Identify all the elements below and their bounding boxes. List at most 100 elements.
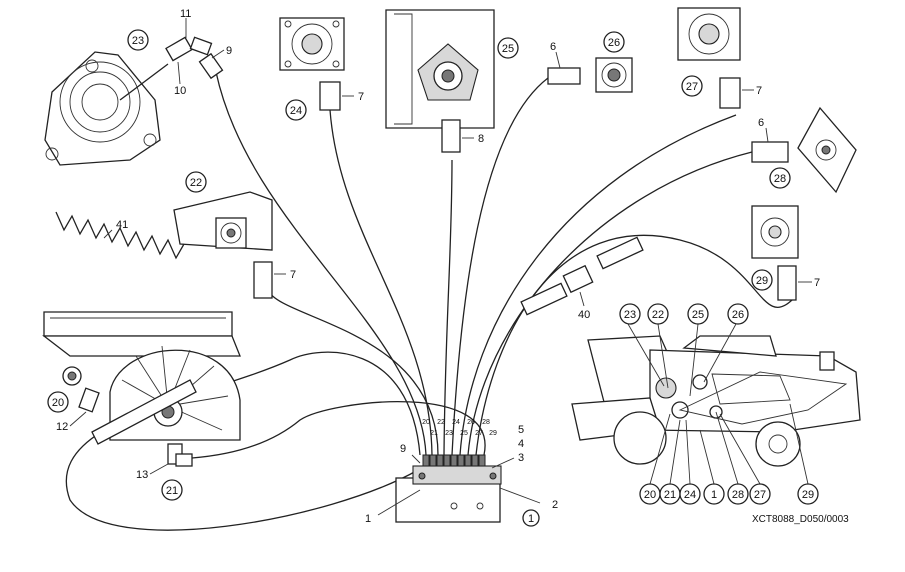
label-1: 1 — [365, 513, 371, 525]
overview-label: 22 — [652, 309, 664, 321]
hose-25 — [443, 159, 453, 456]
connector-40: 40 — [520, 236, 644, 321]
overview-label: 29 — [802, 489, 814, 501]
callout-21 — [161, 479, 183, 501]
label-12: 12 — [56, 421, 68, 433]
callout-26 — [603, 31, 625, 53]
bearing-23: 23 11 9 10 — [44, 8, 232, 166]
bearing-24: 7 24 — [279, 17, 364, 121]
bearing-25: 8 25 — [385, 9, 519, 153]
hose-21 — [191, 401, 486, 459]
overview-callout — [749, 483, 771, 505]
label-10: 10 — [174, 85, 186, 97]
bearing-29: 7 29 — [751, 205, 820, 301]
spring-41: 41 — [55, 211, 185, 260]
overview-callout — [703, 483, 725, 505]
callout-20-text: 20 — [52, 397, 64, 409]
bearing-28: 6 28 — [751, 106, 857, 194]
mount-hole — [450, 502, 458, 510]
bearing-26: 6 26 — [547, 31, 633, 93]
hose-22 — [267, 289, 439, 456]
callout-23-text: 23 — [132, 35, 144, 47]
line-label: 27 — [475, 430, 483, 437]
callout-29 — [751, 269, 773, 291]
mount-hole — [476, 502, 484, 510]
overview-callout — [797, 483, 819, 505]
callout-24-text: 24 — [290, 105, 302, 117]
bearing-27: 7 27 — [677, 7, 762, 109]
line-label: 26 — [467, 419, 475, 426]
hose-23 — [215, 71, 427, 456]
overview-label: 24 — [684, 489, 696, 501]
overview-label: 20 — [644, 489, 656, 501]
overview-label: 27 — [754, 489, 766, 501]
line-label: 29 — [489, 430, 497, 437]
label-9: 9 — [226, 45, 232, 57]
label-6: 6 — [550, 41, 556, 53]
label-13: 13 — [136, 469, 148, 481]
bearing-22: 7 22 — [173, 171, 296, 299]
hose-24 — [329, 109, 433, 456]
callout-23 — [127, 29, 149, 51]
line-label: 23 — [445, 430, 453, 437]
callout-27 — [681, 75, 703, 97]
callout-1-text: 1 — [528, 513, 534, 525]
label-7: 7 — [290, 269, 296, 281]
reference-code: XCT8088_D050/0003 — [752, 514, 849, 525]
overview-label: 28 — [732, 489, 744, 501]
callout-28-text: 28 — [774, 173, 786, 185]
label-5: 5 — [518, 424, 524, 436]
label-11: 11 — [180, 8, 191, 20]
callout-26-text: 26 — [608, 37, 620, 49]
label-8: 8 — [478, 133, 484, 145]
label-40: 40 — [578, 309, 590, 321]
overview-callout — [619, 303, 641, 325]
overview-callout — [679, 483, 701, 505]
callout-25 — [497, 37, 519, 59]
fan-housing-20-21: 12 13 20 21 — [42, 311, 241, 501]
callout-25-text: 25 — [502, 43, 514, 55]
manifold-line-labels: 20 22 24 26 28 21 23 25 27 29 — [422, 419, 497, 437]
hose-29 — [475, 234, 793, 456]
line-label: 22 — [437, 419, 445, 426]
label-2: 2 — [552, 499, 558, 511]
label-7: 7 — [358, 91, 364, 103]
label-9: 9 — [400, 443, 406, 455]
callout-1 — [522, 509, 540, 527]
manifold-bolt — [418, 472, 426, 480]
overview-label: 25 — [692, 309, 704, 321]
manifold-mount-plate — [395, 477, 501, 523]
manifold-nipples — [422, 454, 486, 467]
callout-21-text: 21 — [166, 485, 178, 497]
callout-20 — [47, 391, 69, 413]
callout-28 — [769, 167, 791, 189]
overview-callout — [647, 303, 669, 325]
callout-27-text: 27 — [686, 81, 698, 93]
overview-callout — [687, 303, 709, 325]
manifold-block — [412, 465, 502, 485]
overview-label: 26 — [732, 309, 744, 321]
line-label: 24 — [452, 419, 460, 426]
overview-label: 23 — [624, 309, 636, 321]
callout-29-text: 29 — [756, 275, 768, 287]
hose-27 — [459, 114, 737, 456]
line-label: 21 — [430, 430, 438, 437]
overview-label: 21 — [664, 489, 676, 501]
overview-label: 1 — [711, 489, 717, 501]
hose-26 — [451, 77, 549, 456]
label-3: 3 — [518, 452, 524, 464]
overview-callout — [727, 303, 749, 325]
label-41: 41 — [116, 219, 128, 231]
overview-callout — [727, 483, 749, 505]
line-label: 20 — [422, 419, 430, 426]
callout-24 — [285, 99, 307, 121]
label-6: 6 — [758, 117, 764, 129]
callout-22 — [185, 171, 207, 193]
lubrication-manifold: 20 22 24 26 28 21 23 25 27 29 1 2 3 4 5 … — [365, 419, 558, 527]
label-7: 7 — [756, 85, 762, 97]
line-label: 28 — [482, 419, 490, 426]
hose-28 — [467, 151, 753, 456]
label-7: 7 — [814, 277, 820, 289]
